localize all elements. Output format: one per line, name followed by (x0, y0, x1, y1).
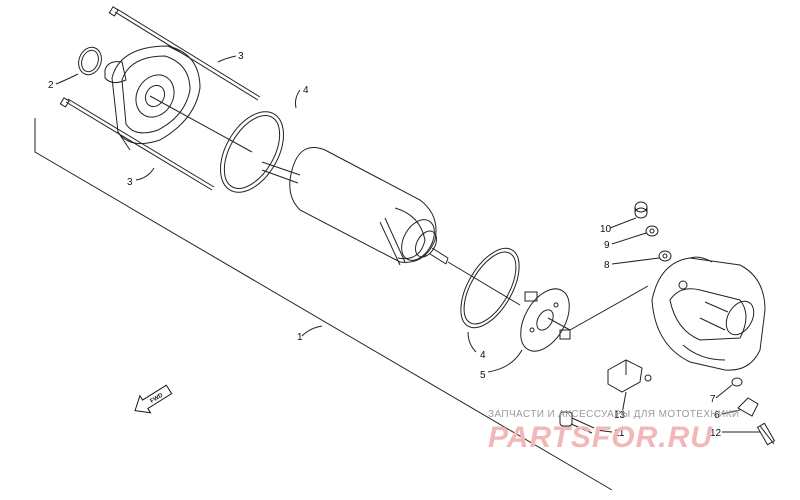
washer-part-7 (731, 377, 743, 387)
leader-10 (609, 217, 637, 229)
plate-to-housing-leader (569, 285, 649, 331)
starter-motor-body (289, 147, 449, 266)
callout-1: 1 (297, 332, 303, 343)
leader-7 (715, 384, 733, 399)
leader-4-bottom (467, 331, 477, 353)
callout-8: 8 (604, 260, 610, 271)
rear-end-housing (651, 256, 766, 371)
callout-4-top: 4 (303, 85, 309, 96)
leader-8 (611, 257, 660, 265)
bracket-part-6 (737, 397, 759, 417)
front-end-housing (104, 45, 201, 151)
bolt-part-11 (559, 411, 595, 434)
oring-part-4-lower (460, 247, 520, 329)
forward-arrow-icon: FWD (134, 384, 173, 414)
leader-3-top (217, 55, 237, 63)
watermark-tagline: ЗАПЧАСТИ И АКСЕССУАРЫ ДЛЯ МОТОТЕХНИКИ (488, 409, 739, 420)
callout-10: 10 (600, 224, 612, 235)
leader-6 (721, 409, 741, 415)
callout-6: 6 (714, 410, 720, 421)
callout-11: 11 (614, 428, 625, 439)
callout-12: 12 (710, 428, 722, 439)
leader-3-bottom (135, 167, 155, 181)
leader-11 (595, 429, 613, 433)
bolt-part-12 (756, 422, 776, 446)
callout-5: 5 (480, 370, 486, 381)
leader-5 (487, 349, 523, 373)
leader-13 (621, 391, 627, 415)
callout-3-bottom: 3 (127, 177, 133, 188)
callout-9: 9 (604, 240, 610, 251)
leader-9 (611, 232, 647, 245)
leader-4-top (295, 89, 301, 109)
leader-2 (55, 73, 79, 85)
assembly-axis-line (149, 95, 571, 331)
washer-part-8 (658, 250, 672, 262)
callout-13: 13 (614, 410, 626, 421)
washer-part-9 (645, 225, 659, 237)
callout-7: 7 (710, 394, 716, 405)
through-bolt-part-3-lower (59, 97, 215, 191)
armature-shaft (261, 161, 301, 184)
callout-2: 2 (48, 80, 54, 91)
assembly-bracket-line (34, 118, 613, 491)
watermark-logo: PARTSFOR.RU (488, 421, 713, 454)
brush-plate-part-5 (520, 288, 571, 352)
leader-1 (301, 325, 323, 337)
nut-part-10 (634, 201, 648, 219)
terminal-cover-part-13 (607, 359, 652, 393)
callout-4-bottom: 4 (480, 350, 486, 361)
oring-part-2 (78, 46, 102, 76)
through-bolt-part-3-upper (108, 6, 261, 101)
callout-3-top: 3 (238, 51, 244, 62)
